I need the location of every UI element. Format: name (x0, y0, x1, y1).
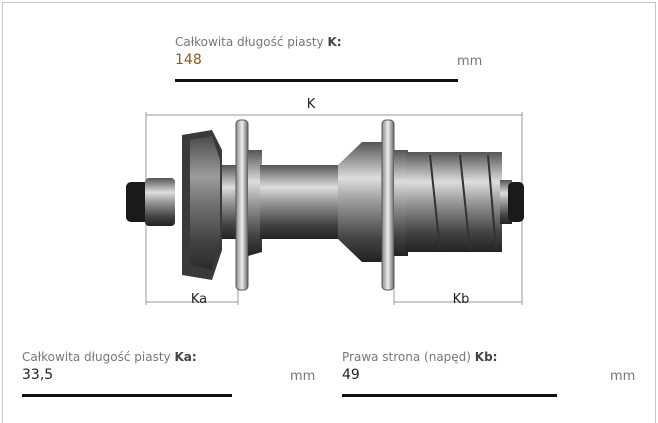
kb-dimension-label: Kb (453, 292, 470, 307)
ka-input[interactable] (22, 367, 262, 383)
ka-underline (22, 394, 232, 397)
k-underline (175, 79, 458, 82)
ka-field: Całkowita długość piasty Ka: mm (22, 350, 322, 400)
kb-underline (342, 394, 557, 397)
k-label: Całkowita długość piasty K: (175, 35, 342, 49)
k-field: Całkowita długość piasty K: mm (175, 35, 485, 85)
hub-diagram: K Ka Kb (126, 97, 524, 307)
k-unit: mm (457, 54, 483, 69)
ka-dimension-label: Ka (191, 292, 207, 307)
k-dimension-label: K (307, 97, 316, 112)
ka-unit: mm (290, 369, 316, 384)
kb-label: Prawa strona (napęd) Kb: (342, 350, 498, 364)
kb-unit: mm (610, 369, 636, 384)
ka-label: Całkowita długość piasty Ka: (22, 350, 197, 364)
hub-icon (126, 119, 524, 291)
kb-input[interactable] (342, 367, 582, 383)
kb-field: Prawa strona (napęd) Kb: mm (342, 350, 642, 400)
k-input[interactable] (175, 52, 425, 68)
